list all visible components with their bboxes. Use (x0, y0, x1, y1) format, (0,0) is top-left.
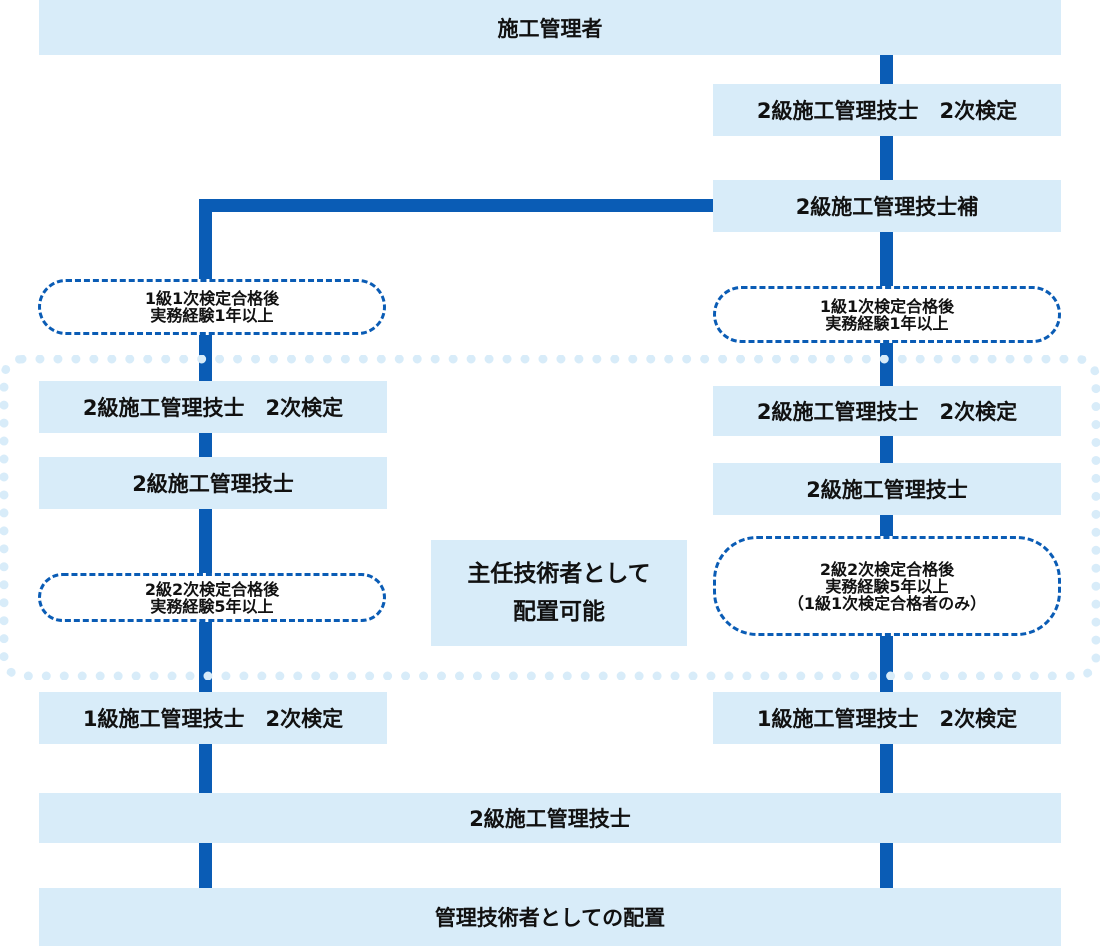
right-grade2-second-exam-mid: 2級施工管理技士 2次検定 (713, 386, 1061, 436)
left-condition-2-line-1: 2級2次検定合格後 (144, 579, 280, 599)
right-grade1-second-exam-box: 1級施工管理技士 2次検定 (713, 692, 1061, 744)
managing-engineer-box: 管理技術者としての配置 (39, 888, 1061, 946)
right-condition-1: 1級1次検定合格後 実務経験1年以上 (713, 286, 1061, 343)
construction-manager-box: 施工管理者 (39, 0, 1061, 55)
left-condition-2: 2級2次検定合格後 実務経験5年以上 (38, 573, 386, 622)
chief-engineer-label-line-2: 配置可能 (513, 599, 605, 625)
right-condition-2-line-2: 実務経験5年以上 (825, 576, 949, 596)
right-condition-1-line-1: 1級1次検定合格後 (819, 296, 955, 316)
right-condition-2: 2級2次検定合格後 実務経験5年以上 （1級1次検定合格者のみ） (713, 536, 1061, 636)
right-grade2-engineer-box: 2級施工管理技士 (713, 463, 1061, 515)
chief-engineer-label-line-1: 主任技術者として (467, 561, 651, 587)
right-grade2-assistant-box: 2級施工管理技士補 (713, 180, 1061, 232)
left-grade2-second-exam-box: 2級施工管理技士 2次検定 (39, 381, 387, 433)
left-condition-1: 1級1次検定合格後 実務経験1年以上 (38, 279, 386, 335)
right-grade2-second-exam-top: 2級施工管理技士 2次検定 (713, 84, 1061, 136)
left-condition-1-line-2: 実務経験1年以上 (150, 306, 274, 325)
right-condition-2-line-3: （1級1次検定合格者のみ） (787, 593, 987, 613)
right-condition-2-line-1: 2級2次検定合格後 (819, 559, 955, 579)
left-grade2-engineer-box: 2級施工管理技士 (39, 457, 387, 509)
right-condition-1-line-2: 実務経験1年以上 (825, 313, 949, 333)
left-grade1-second-exam-box: 1級施工管理技士 2次検定 (39, 692, 387, 744)
bottom-grade2-engineer-box: 2級施工管理技士 (39, 793, 1061, 843)
horizontal-connector (199, 199, 715, 212)
left-condition-2-line-2: 実務経験5年以上 (150, 596, 274, 616)
chief-engineer-label: 主任技術者として 配置可能 (431, 540, 687, 646)
chief-engineer-group-frame (0, 355, 1100, 680)
left-condition-1-line-1: 1級1次検定合格後 (144, 289, 280, 308)
